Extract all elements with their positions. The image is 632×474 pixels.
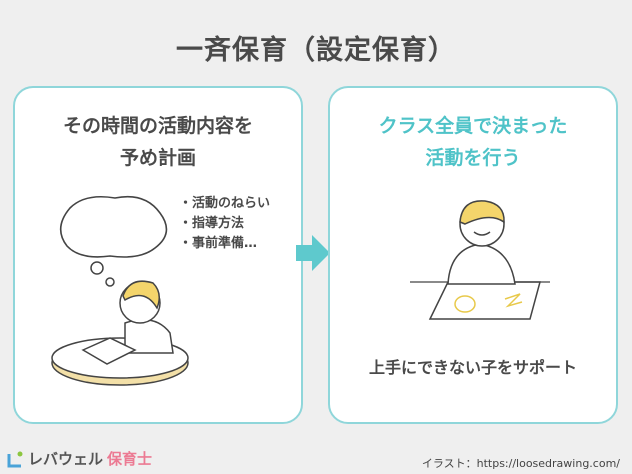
planning-bullets: ・活動のねらい ・指導方法 ・事前準備… bbox=[179, 194, 270, 254]
arrow-right-icon bbox=[296, 235, 330, 271]
title-line: クラス全員で決まった bbox=[378, 115, 568, 137]
illustration-credit: イラスト：https://loosedrawing.com/ bbox=[421, 457, 620, 470]
teacher-thinking-illustration bbox=[51, 195, 189, 386]
title-line: その時間の活動内容を bbox=[62, 115, 253, 137]
logo-accent: 保育士 bbox=[107, 450, 153, 468]
page-title: 一斉保育（設定保育） bbox=[176, 35, 456, 66]
planning-card: その時間の活動内容を 予め計画 ・活動のねらい ・指導方法 ・事前準備… bbox=[13, 86, 303, 424]
activity-card: クラス全員で決まった 活動を行う 上手にできない子をサポート bbox=[328, 86, 618, 424]
support-caption: 上手にできない子をサポート bbox=[368, 358, 577, 377]
bullet-item: ・活動のねらい bbox=[179, 196, 271, 211]
logo-icon bbox=[7, 451, 23, 467]
title-line: 活動を行う bbox=[425, 147, 521, 169]
planning-card-title: その時間の活動内容を 予め計画 bbox=[15, 110, 301, 174]
bullet-item: ・指導方法 bbox=[179, 216, 245, 231]
title-line: 予め計画 bbox=[119, 147, 196, 169]
bullet-item: ・事前準備… bbox=[179, 236, 258, 251]
child-drawing-illustration bbox=[410, 200, 550, 320]
brand-logo: レバウェル保育士 bbox=[6, 448, 152, 469]
activity-card-title: クラス全員で決まった 活動を行う bbox=[330, 110, 616, 174]
logo-text: レバウェル bbox=[28, 450, 104, 468]
